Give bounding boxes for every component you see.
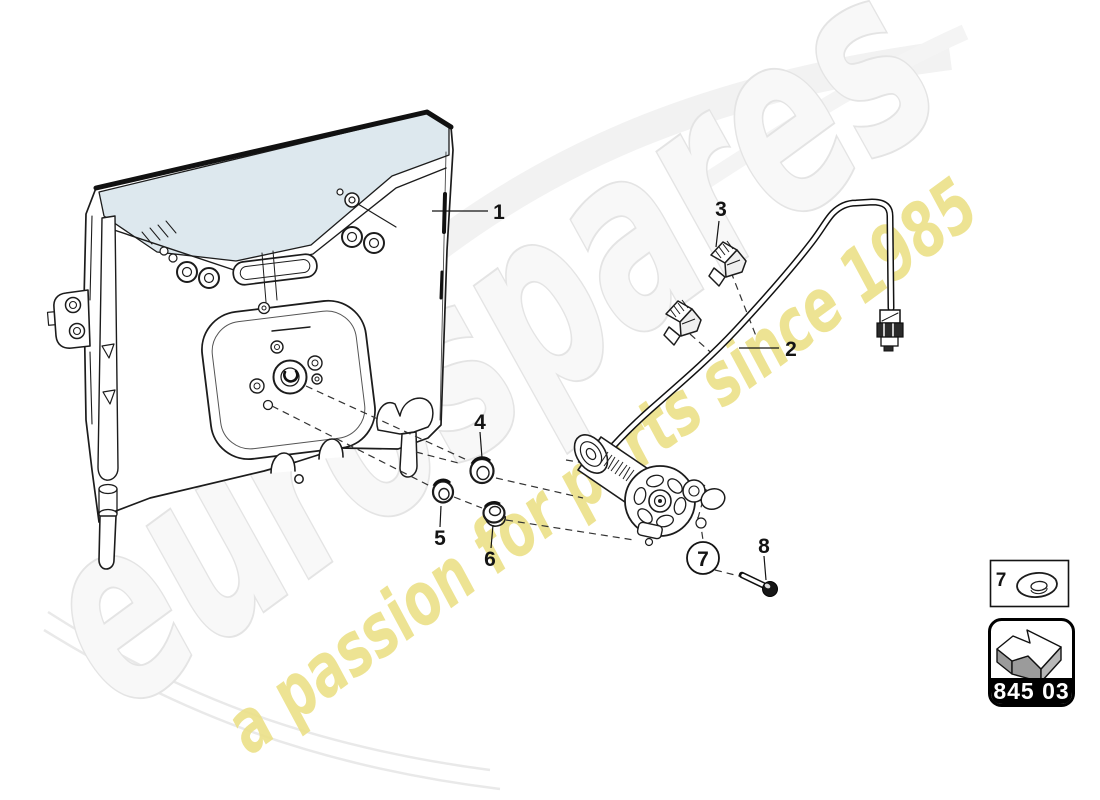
inner-opening-line xyxy=(211,310,366,450)
edge-mark xyxy=(442,192,447,234)
part-washer-5 xyxy=(431,478,455,504)
callout-leaders xyxy=(432,210,779,581)
frame-band-line xyxy=(107,167,447,272)
side-bracket xyxy=(46,289,91,349)
legend-washer-icon xyxy=(1016,572,1058,598)
corner-hatching xyxy=(141,220,177,245)
left-strut xyxy=(97,215,119,570)
background-swoosh xyxy=(410,40,952,272)
part-code-box[interactable]: 845 03 xyxy=(988,618,1075,707)
code-band xyxy=(991,678,1072,704)
background-swoosh xyxy=(47,610,491,772)
callout-7: 7 xyxy=(697,548,709,571)
callout-8[interactable]: 8 xyxy=(758,535,770,558)
part-window-motor xyxy=(573,434,726,547)
center-mount xyxy=(249,301,323,411)
callout-5[interactable]: 5 xyxy=(434,527,446,550)
slit-line xyxy=(271,326,311,332)
part-screw-8 xyxy=(738,571,778,597)
rear-window-assembly xyxy=(46,109,454,570)
tab-ball xyxy=(294,474,304,484)
callout-3[interactable]: 3 xyxy=(715,198,727,221)
background-swoosh xyxy=(43,628,501,791)
part-bushing-6 xyxy=(482,501,506,527)
callout-7-circled[interactable]: 7 xyxy=(686,541,720,575)
direction-arrow-icon xyxy=(996,629,1062,683)
part-code-text: 845 03 xyxy=(993,678,1069,704)
part-clip-lower xyxy=(663,299,702,346)
gear-spoke-windows xyxy=(633,474,687,528)
callout-circle xyxy=(686,541,720,575)
callout-1[interactable]: 1 xyxy=(493,201,505,224)
part-grommet-4 xyxy=(469,456,495,485)
glass-top-edge xyxy=(93,109,454,191)
hinge-detail xyxy=(336,188,397,228)
motor-label-ribs xyxy=(599,451,635,482)
edge-mark xyxy=(439,270,444,300)
callout-2[interactable]: 2 xyxy=(785,338,797,361)
cable-connector xyxy=(876,309,904,352)
background-swoosh xyxy=(695,24,969,192)
callout-4[interactable]: 4 xyxy=(474,411,486,434)
mounting-stud xyxy=(376,397,434,478)
bottom-tab xyxy=(270,452,296,474)
left-edge-line xyxy=(89,215,93,425)
callout-6[interactable]: 6 xyxy=(484,548,496,571)
inner-opening xyxy=(201,299,376,460)
frame-grommets xyxy=(159,226,385,289)
bottom-tab xyxy=(318,438,344,460)
legend-ref: 7 xyxy=(996,570,1007,591)
part-clip-upper xyxy=(708,240,747,287)
motor-end-cap xyxy=(573,434,609,474)
legend-item-box[interactable]: 7 xyxy=(989,559,1070,608)
panel-creases xyxy=(261,250,278,303)
